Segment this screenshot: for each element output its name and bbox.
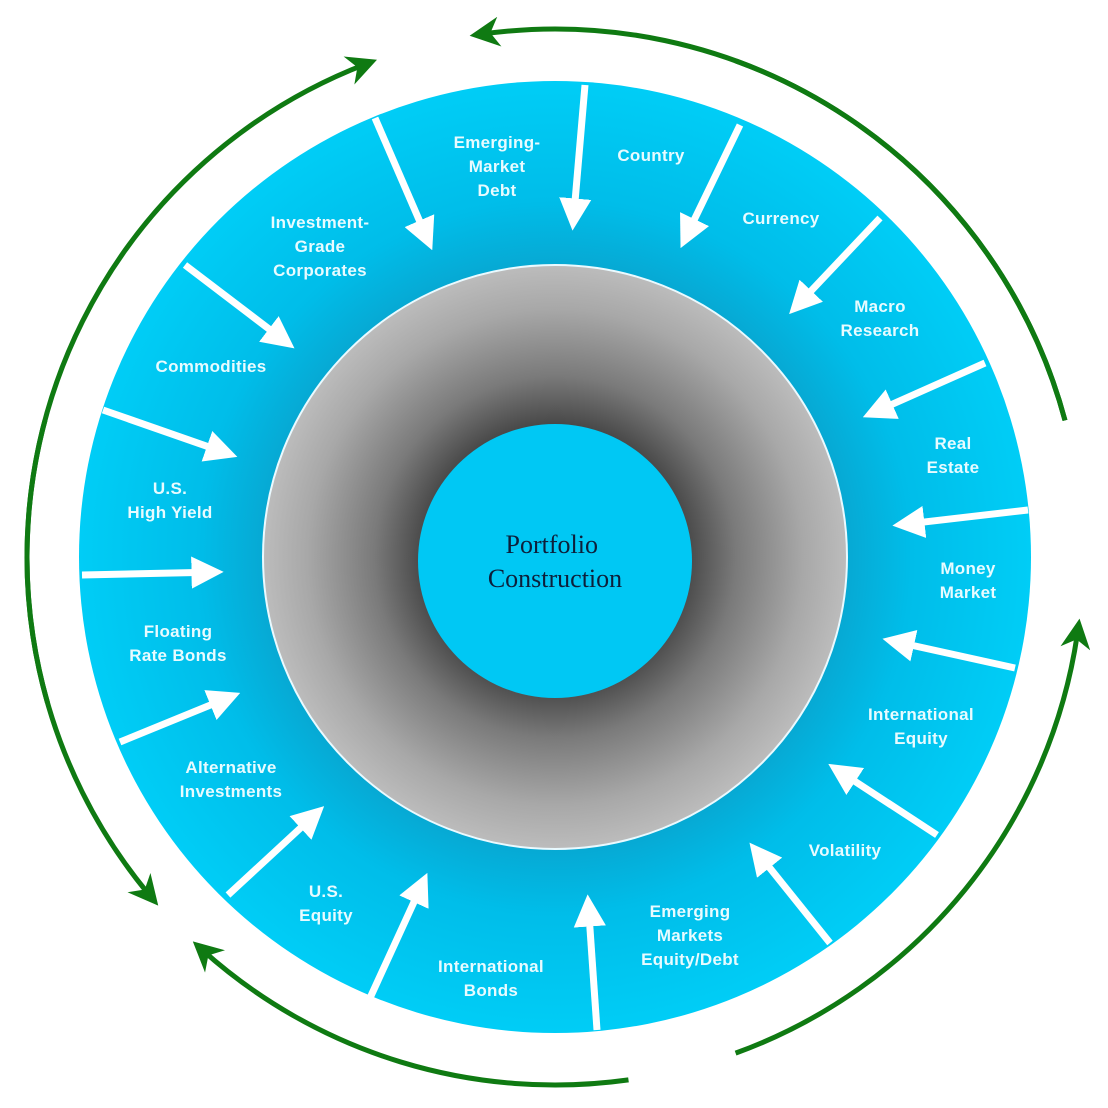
segment-label-line: Estate <box>927 458 980 477</box>
segment-label-line: Emerging- <box>454 133 541 152</box>
divider-arrow-9 <box>749 842 833 946</box>
divider-arrow-15 <box>101 406 238 462</box>
cycle-arrow-5 <box>192 941 629 1088</box>
segment-label-commodities: Commodities <box>156 357 267 376</box>
segment-label-line: High Yield <box>127 503 212 522</box>
cycle-arrow-3 <box>734 58 1068 421</box>
segment-label-line: International <box>868 705 974 724</box>
divider-arrow-1 <box>371 116 435 251</box>
divider-arrow-3 <box>680 123 744 249</box>
segment-label-line: Money <box>940 559 996 578</box>
segment-label-line: Equity <box>894 729 948 748</box>
segment-label-currency: Currency <box>742 209 819 228</box>
segment-label-line: Research <box>841 321 920 340</box>
segment-label-line: Equity <box>299 906 353 925</box>
divider-arrow-12 <box>225 806 325 898</box>
segment-label-country: Country <box>617 146 685 165</box>
segment-label-line: Bonds <box>464 981 518 1000</box>
segment-label-volatility: Volatility <box>809 841 882 860</box>
segment-label-line: Alternative <box>185 758 276 777</box>
divider-arrow-2 <box>559 84 592 231</box>
segment-label-us-equity: U.S. Equity <box>299 882 353 925</box>
segment-label-line: Grade <box>295 237 346 256</box>
divider-arrows <box>81 84 1029 1031</box>
segment-label-line: Rate Bonds <box>129 646 226 665</box>
segment-label-line: Emerging <box>650 902 731 921</box>
segment-label-line: Market <box>469 157 526 176</box>
divider-arrow-11 <box>366 872 429 1000</box>
divider-arrow-16 <box>182 262 295 349</box>
center-circle <box>418 424 692 698</box>
divider-arrow-14 <box>81 556 224 589</box>
divider-arrow-5 <box>862 359 987 419</box>
segment-label-line: U.S. <box>153 479 187 498</box>
segment-label-line: Floating <box>144 622 213 641</box>
divider-arrow-4 <box>789 215 883 315</box>
divider-arrow-7 <box>882 629 1016 672</box>
divider-arrow-8 <box>828 763 939 838</box>
segment-label-line: Market <box>940 583 997 602</box>
center-label: Portfolio Construction <box>488 530 622 593</box>
divider-arrow-6 <box>892 505 1029 538</box>
segment-label-line: Investment- <box>271 213 370 232</box>
segment-label-line: Equity/Debt <box>641 950 739 969</box>
segment-label-line: Commodities <box>156 357 267 376</box>
segment-label-line: Debt <box>478 181 517 200</box>
segment-label-line: Macro <box>854 297 906 316</box>
segment-label-us-high-yield: U.S. High Yield <box>127 479 212 522</box>
segment-label-line: Markets <box>657 926 723 945</box>
segment-label-line: Country <box>617 146 685 165</box>
segment-label-line: Real <box>934 434 971 453</box>
segment-label-line: Currency <box>742 209 819 228</box>
divider-arrow-13 <box>118 690 241 746</box>
center-label-line-2: Construction <box>488 564 622 593</box>
segment-label-line: Investments <box>180 782 283 801</box>
segment-label-line: International <box>438 957 544 976</box>
segment-label-line: Corporates <box>273 261 367 280</box>
divider-arrow-10 <box>573 894 606 1031</box>
center-label-line-1: Portfolio <box>506 530 598 559</box>
segment-label-line: Volatility <box>809 841 882 860</box>
cycle-arrow-4 <box>734 618 1091 1056</box>
segment-label-line: U.S. <box>309 882 343 901</box>
cycle-arrow-6 <box>24 419 159 906</box>
cycle-arrows <box>24 16 1091 1088</box>
